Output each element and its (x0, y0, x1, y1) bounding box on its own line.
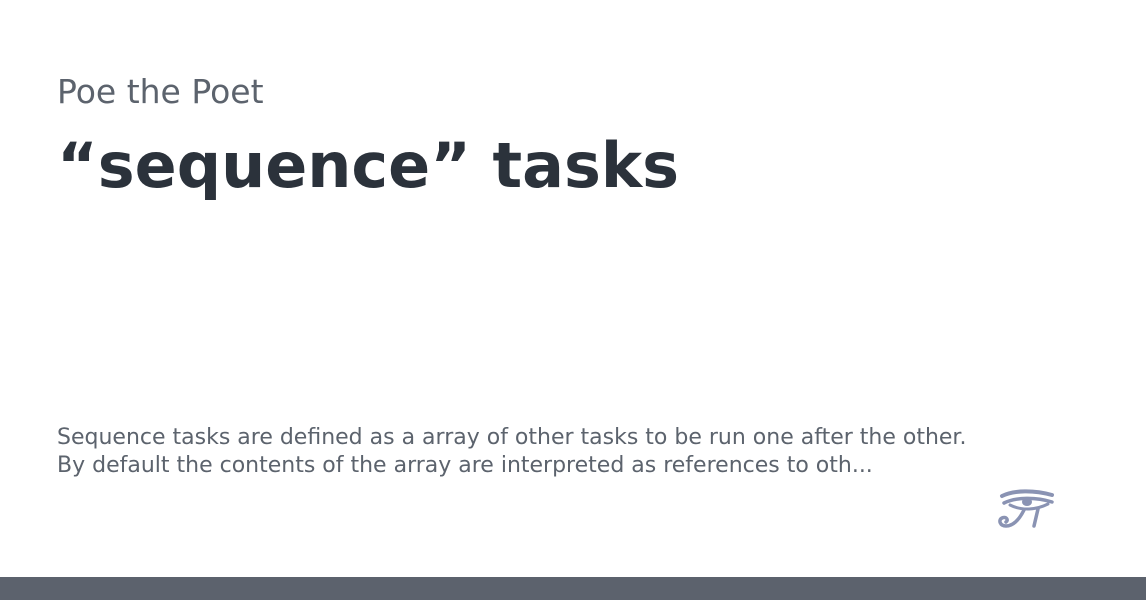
description-line: By default the contents of the array are… (57, 453, 873, 478)
footer-bar (0, 577, 1146, 600)
eye-of-horus-icon (996, 488, 1056, 532)
site-name: Poe the Poet (57, 72, 264, 111)
description-line: Sequence tasks are defined as a array of… (57, 425, 967, 450)
page-description: Sequence tasks are defined as a array of… (57, 424, 1057, 480)
page-title: “sequence” tasks (57, 129, 680, 202)
